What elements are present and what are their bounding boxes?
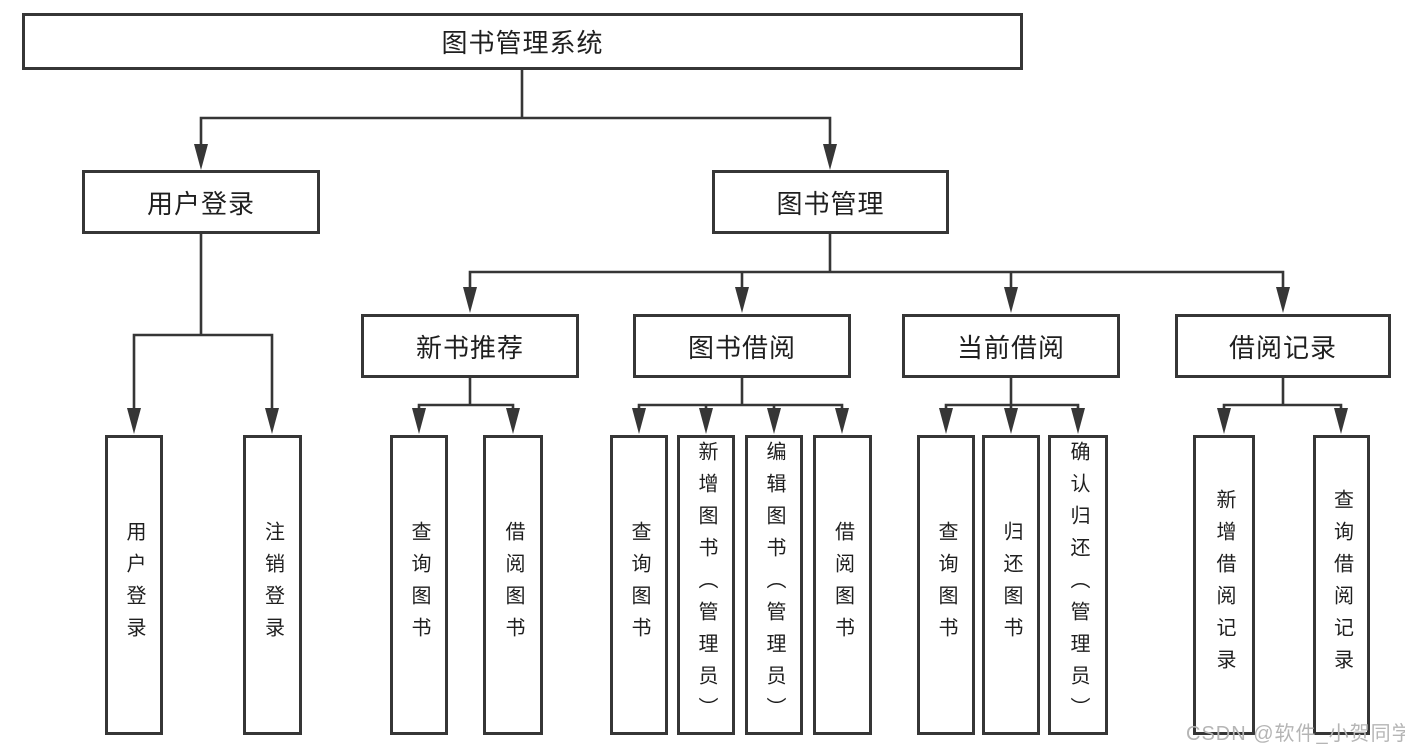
leaf-recommend-query-books: 查询图书 [390,435,448,735]
node-label: 新增借阅记录 [1213,489,1235,681]
leaf-borrow-query-books: 查询图书 [610,435,668,735]
node-borrow-records: 借阅记录 [1175,314,1391,378]
leaf-recommend-borrow-books: 借阅图书 [483,435,543,735]
leaf-logout: 注销登录 [243,435,302,735]
node-current-borrow: 当前借阅 [902,314,1120,378]
node-label: 图书管理系统 [441,28,604,58]
node-label: 用户登录 [146,188,255,219]
leaf-borrow-edit-books-admin: 编辑图书（管理员） [745,435,803,735]
node-user-login: 用户登录 [82,170,320,234]
node-label: 查询借阅记录 [1330,489,1353,681]
leaf-records-query-record: 查询借阅记录 [1313,435,1370,735]
node-label: 借阅图书 [502,521,524,649]
leaf-current-query-books: 查询图书 [917,435,975,735]
node-book-borrow: 图书借阅 [633,314,851,378]
node-label: 当前借阅 [956,332,1065,363]
leaf-current-return-books: 归还图书 [982,435,1040,735]
leaf-user-login: 用户登录 [105,435,163,735]
node-label: 查询图书 [408,521,430,649]
leaf-borrow-add-books-admin: 新增图书（管理员） [677,435,735,735]
node-new-book-recommend: 新书推荐 [361,314,579,378]
leaf-records-add-record: 新增借阅记录 [1193,435,1255,735]
node-label: 借阅记录 [1228,332,1337,363]
node-book-management: 图书管理 [712,170,949,234]
node-library-system: 图书管理系统 [22,13,1023,70]
csdn-watermark: CSDN @软件_小贺同学 [1186,723,1405,745]
node-label: 查询图书 [935,521,957,649]
node-label: 新增图书（管理员） [695,441,717,729]
leaf-current-confirm-return-admin: 确认归还（管理员） [1048,435,1108,735]
node-label: 注销登录 [261,521,284,649]
leaf-borrow-borrow-books: 借阅图书 [813,435,872,735]
node-label: 编辑图书（管理员） [763,441,785,729]
node-label: 新书推荐 [415,332,524,363]
node-label: 图书管理 [776,188,885,219]
node-label: 确认归还（管理员） [1067,441,1089,729]
node-label: 借阅图书 [831,521,854,649]
node-label: 图书借阅 [687,332,796,363]
node-label: 归还图书 [1000,521,1022,649]
node-label: 查询图书 [628,521,650,649]
node-label: 用户登录 [123,521,145,649]
